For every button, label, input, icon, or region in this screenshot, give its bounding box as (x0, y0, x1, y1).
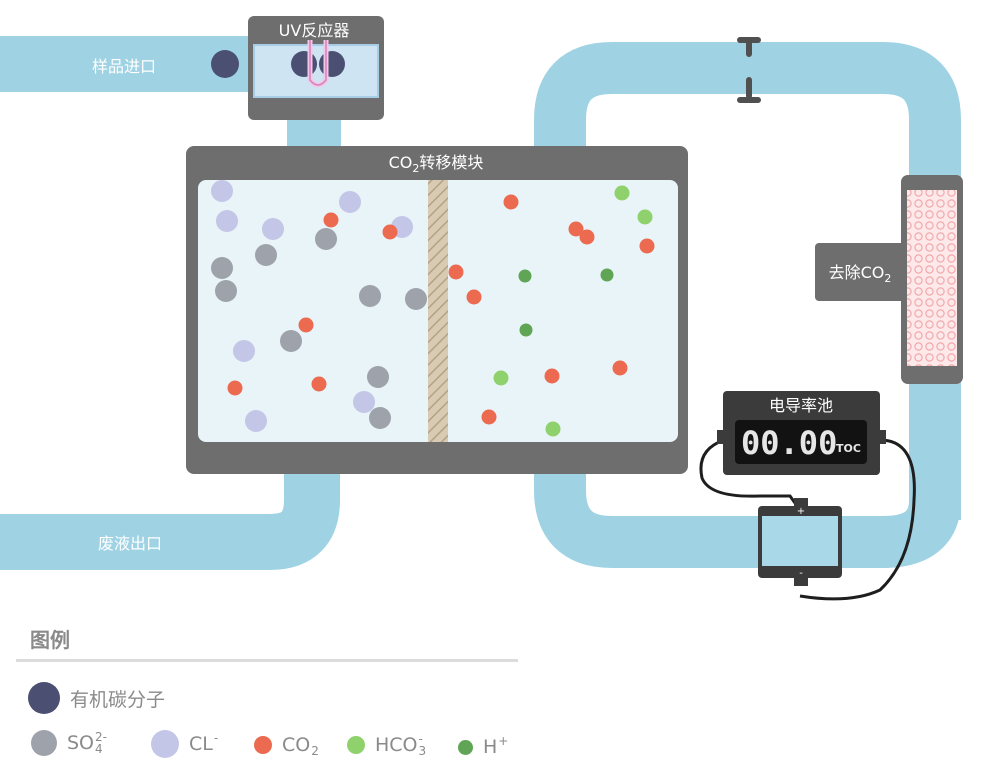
legend-so4: SO 2-4 (31, 730, 107, 756)
cl-ion (339, 191, 361, 213)
h-ion (600, 268, 614, 282)
toc-display-unit: TOC (836, 442, 861, 455)
co2-molecule (448, 264, 464, 280)
legend-h-sup: + (498, 734, 509, 748)
cl-ion (245, 410, 267, 432)
hco3-ion (493, 370, 509, 386)
cl-ion-icon (151, 730, 179, 758)
legend-cl: CL - (151, 730, 218, 758)
legend-so4-label: SO (67, 732, 95, 754)
pump-plus-icon: + (797, 506, 805, 517)
hco3-ion-icon (347, 736, 365, 754)
transfer-module-label: CO2转移模块 (389, 153, 484, 175)
so4-ion (280, 330, 302, 352)
waste-outlet-label: 废液出口 (98, 534, 162, 553)
co2-molecule (503, 194, 519, 210)
co2-molecule (544, 368, 560, 384)
co2-molecule (579, 229, 595, 245)
so4-ion (315, 228, 337, 250)
valve-icon (737, 37, 761, 103)
h-ion (519, 323, 533, 337)
pump-unit: + - (758, 498, 842, 586)
h-ion (518, 269, 532, 283)
so4-ion (255, 244, 277, 266)
so4-ion (215, 280, 237, 302)
cl-ion (233, 340, 255, 362)
legend-co2-sub: 2 (311, 744, 319, 758)
cl-ion (353, 391, 375, 413)
co2-molecule (481, 409, 497, 425)
co2-molecule (298, 317, 314, 333)
loop-return-pipe (534, 470, 961, 568)
co2-molecule (382, 224, 398, 240)
cl-ion (262, 218, 284, 240)
co2-removal-label: 去除CO2 (829, 263, 892, 285)
legend-h: H + (458, 735, 508, 759)
legend-h-label: H (483, 736, 498, 758)
so4-ion (405, 288, 427, 310)
so4-ion (369, 407, 391, 429)
co2-molecule (568, 221, 584, 237)
uv-reactor-label: UV反应器 (279, 21, 350, 40)
sample-inlet-label: 样品进口 (92, 57, 156, 76)
legend-hco3-label: HCO (375, 734, 418, 756)
membrane (428, 180, 448, 442)
co2-molecule-icon (254, 736, 272, 754)
co2-molecule (466, 289, 482, 305)
co2-molecule (612, 360, 628, 376)
hco3-ion (545, 421, 561, 437)
legend-organic-label: 有机碳分子 (70, 688, 166, 711)
legend-co2: CO 2 (254, 733, 319, 757)
conductivity-cell: 电导率池 00.00 TOC (717, 391, 886, 475)
legend-so4-sub: 4 (95, 742, 103, 756)
organic-molecule-icon (28, 682, 60, 714)
co2-molecule (227, 380, 243, 396)
legend-divider (16, 659, 518, 662)
toc-display-value: 00.00 (741, 424, 837, 462)
so4-ion-icon (31, 730, 57, 756)
cl-ion (216, 210, 238, 232)
legend-hco3-sub: 3 (418, 744, 427, 758)
wires (699, 438, 916, 601)
so4-ion (367, 366, 389, 388)
co2-molecule (311, 376, 327, 392)
co2-molecule (639, 238, 655, 254)
cl-ion (211, 180, 233, 202)
legend-hco3-sup: - (418, 732, 423, 746)
co2-molecule (323, 212, 339, 228)
hco3-ion (614, 185, 630, 201)
legend-hco3: HCO -3 (347, 733, 426, 757)
legend-cl-label: CL (189, 733, 213, 755)
pump-minus-icon: - (799, 568, 803, 579)
legend-so4-sup: 2- (95, 730, 107, 744)
co2-removal-unit: 去除CO2 (815, 175, 963, 384)
h-ion-icon (458, 739, 473, 755)
conductivity-cell-label: 电导率池 (769, 396, 833, 415)
legend-cl-sup: - (213, 731, 219, 745)
so4-ion (359, 285, 381, 307)
hco3-ion (637, 209, 653, 225)
so4-ion (211, 257, 233, 279)
legend-co2-label: CO (282, 734, 311, 756)
particles (211, 50, 655, 437)
waste-outlet-pipe (0, 470, 340, 570)
co2-loop-pipe (534, 42, 961, 178)
legend-title: 图例 (30, 628, 70, 652)
uv-reactor: UV反应器 (248, 16, 384, 120)
organic-molecule (211, 50, 239, 78)
legend-organic: 有机碳分子 (28, 682, 165, 714)
